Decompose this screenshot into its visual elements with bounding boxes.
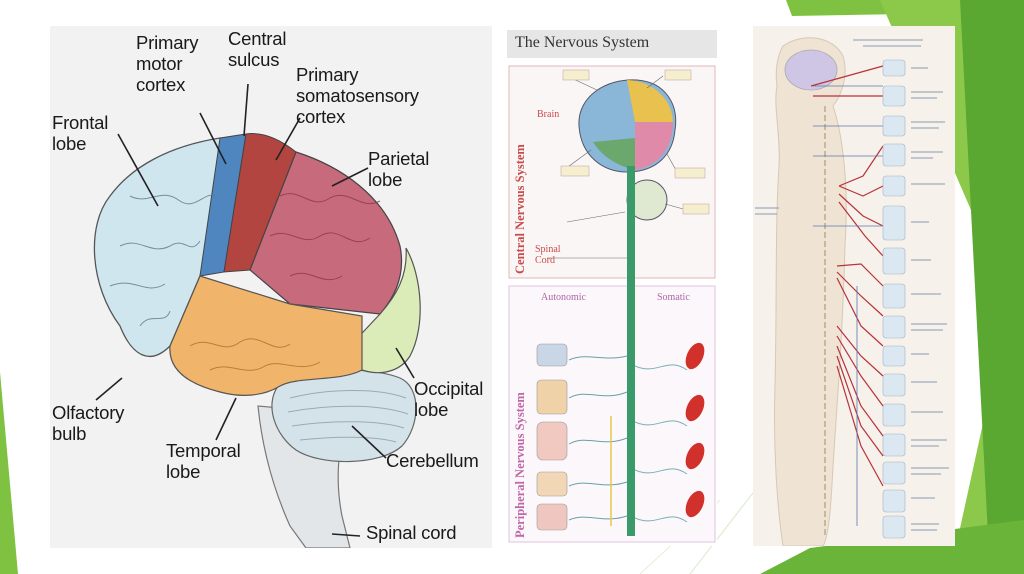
leader-line-somatosensory <box>275 117 301 161</box>
label-primary-motor-cortex: Primary motor cortex <box>136 32 199 95</box>
green-left-sliver <box>0 372 18 574</box>
label-central-sulcus: Central sulcus <box>228 28 287 70</box>
ns-brain-lobe <box>627 80 673 122</box>
title-bar <box>507 30 717 58</box>
nerve-pathways <box>810 65 884 487</box>
leader-line-temporal <box>215 397 237 441</box>
leader-line-sulcus <box>243 83 249 137</box>
label-primary-somatosensory-cortex: Primary somatosensory cortex <box>296 64 419 127</box>
green-right-band-dark <box>960 0 1024 574</box>
leader-line-parietal <box>331 167 369 187</box>
autonomic-label: Autonomic <box>541 292 586 303</box>
body-silhouette <box>773 37 847 546</box>
peripheral-nervous-system-label: Peripheral Nervous System <box>513 392 527 538</box>
green-bottom-right-shape <box>760 520 1024 574</box>
leader-line-cerebellum <box>351 425 387 459</box>
label-olfactory-bulb: Olfactory bulb <box>52 402 125 444</box>
autonomic-organs <box>536 343 568 531</box>
organ-icons <box>882 59 906 539</box>
label-occipital-lobe: Occipital lobe <box>414 378 484 420</box>
leader-line-olfactory <box>95 377 123 401</box>
cerebellum-shape <box>271 369 417 463</box>
brain-illustration <box>93 83 421 548</box>
label-temporal-lobe: Temporal lobe <box>166 440 241 482</box>
ns-brain-lobe <box>593 138 635 170</box>
label-parietal-lobe: Parietal lobe <box>368 148 430 190</box>
leader-line-motor <box>199 112 227 165</box>
nervous-system-illustration <box>508 65 716 543</box>
ns-spinal-cord <box>627 166 635 536</box>
spinal-cord-label: Spinal Cord <box>535 244 561 266</box>
leader-line-frontal <box>117 133 159 207</box>
label-frontal-lobe: Frontal lobe <box>52 112 109 154</box>
somatic-muscles <box>685 342 705 518</box>
brain-label: Brain <box>537 109 560 120</box>
deco-line <box>689 483 761 574</box>
leader-line-occipital <box>395 347 415 379</box>
organ-label-scribbles <box>755 39 949 531</box>
central-nervous-system-label: Central Nervous System <box>513 144 527 274</box>
brain-lobes-diagram: Primary motor cortex Central sulcus Prim… <box>50 26 492 548</box>
nervous-system-title: The Nervous System <box>515 34 650 51</box>
leader-line-spinal <box>331 533 361 537</box>
nervous-system-diagram: The Nervous System <box>507 26 717 546</box>
occipital-lobe-shape <box>349 247 421 374</box>
anatomy-brain <box>784 49 838 91</box>
ns-brain-lobe <box>635 122 673 170</box>
anatomy-illustration <box>755 37 949 546</box>
autonomic-nerves-anatomy-diagram <box>753 26 955 546</box>
label-spinal-cord: Spinal cord <box>366 522 457 543</box>
somatic-label: Somatic <box>657 292 690 303</box>
frontal-lobe-shape <box>93 137 233 357</box>
temporal-lobe-shape <box>169 275 363 396</box>
label-cerebellum: Cerebellum <box>386 450 479 471</box>
